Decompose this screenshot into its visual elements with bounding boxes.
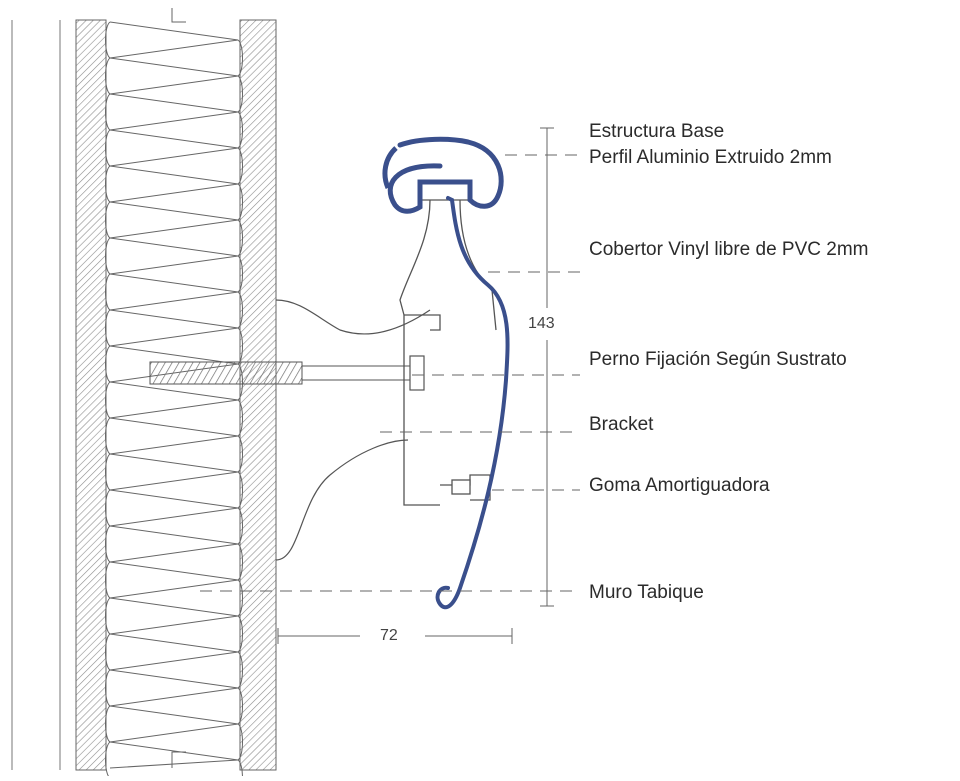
insulation-bump [237,543,243,581]
insulation-bump [105,597,111,635]
insulation-zigzag-line [109,21,239,769]
insulation-bump [237,255,243,293]
insulation-bump [105,129,111,167]
insulation-bump [105,669,111,707]
insulation-bump [237,579,243,617]
insulation-bump [105,525,111,563]
insulation-zigzag [105,21,243,781]
insulation-bump [105,417,111,455]
insulation-bump [105,273,111,311]
label-estructura-base: Estructura Base [589,121,725,142]
insulation-bump [237,183,243,221]
vinyl-cover [382,136,510,610]
insulation-bump [105,561,111,599]
label-goma-amortiguadora: Goma Amortiguadora [589,475,770,496]
insulation-bump [105,633,111,671]
bracket-arm [275,299,431,561]
insulation-bump [237,471,243,509]
insulation-bump [237,723,243,761]
insulation-bump [237,399,243,437]
partition-wall [11,8,277,781]
insulation-bump [105,453,111,491]
anchor-bolt [149,355,425,391]
dimension-height-label: 143 [528,315,555,332]
dimension-depth-label: 72 [380,627,398,644]
insulation-bump [237,651,243,689]
insulation-bump [105,21,111,59]
label-perfil-aluminio: Perfil Aluminio Extruido 2mm [589,147,832,168]
insulation-bump [237,219,243,257]
label-perno-fijacion: Perno Fijación Según Sustrato [589,349,847,370]
leader-lines [200,154,580,592]
insulation-bump [105,489,111,527]
label-bracket: Bracket [589,414,654,435]
insulation-bump [105,309,111,347]
insulation-bump [237,615,243,653]
label-muro-tabique: Muro Tabique [589,582,704,603]
insulation-bump [237,435,243,473]
bracket-plate [403,314,491,506]
insulation-bump [105,705,111,743]
insulation-bump [237,507,243,545]
insulation-bump [237,75,243,113]
insulation-bump [105,345,111,383]
insulation-bump [237,687,243,725]
insulation-bump [105,57,111,95]
insulation-bump [237,39,243,77]
label-cobertor-vinyl: Cobertor Vinyl libre de PVC 2mm [589,239,869,260]
insulation-bump [105,237,111,275]
insulation-bump [237,291,243,329]
insulation-bump [105,381,111,419]
insulation-bump [105,201,111,239]
insulation-bump [105,93,111,131]
dimension-143 [540,127,554,607]
dimension-72 [277,628,513,644]
insulation-bump [105,165,111,203]
insulation-bump [237,147,243,185]
insulation-bump [237,111,243,149]
